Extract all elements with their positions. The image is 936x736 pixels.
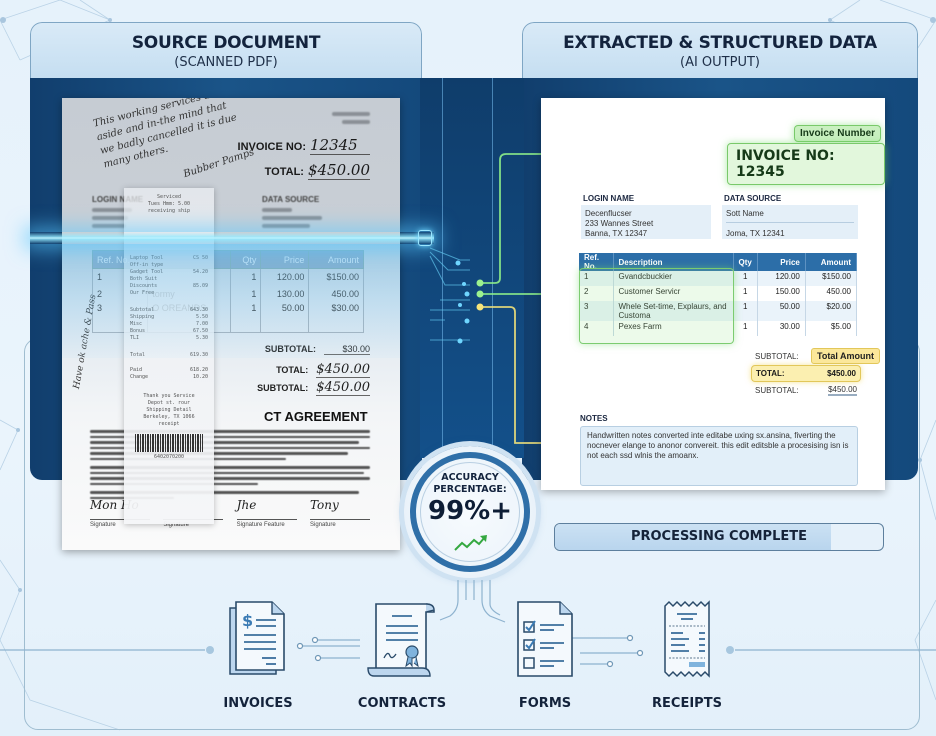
category-invoices-label: INVOICES bbox=[223, 696, 293, 711]
data-source-label: DATA SOURCE bbox=[724, 194, 782, 203]
col-amount: Amount bbox=[805, 253, 858, 271]
accuracy-label: ACCURACY PERCENTAGE: bbox=[433, 472, 507, 495]
category-receipts[interactable]: RECEIPTS bbox=[632, 600, 742, 711]
category-contracts-label: CONTRACTS bbox=[357, 696, 447, 711]
output-panel-header: EXTRACTED & STRUCTURED DATA (AI OUTPUT) bbox=[522, 22, 918, 78]
form-icon bbox=[517, 601, 573, 677]
source-line-items-table: Ref. No. Qty Price Amount 11120.00$150.0… bbox=[91, 250, 364, 333]
extracted-document: Invoice Number INVOICE NO: 12345 LOGIN N… bbox=[541, 98, 885, 490]
source-col-qty: Qty bbox=[230, 250, 262, 269]
barcode-icon bbox=[135, 434, 203, 452]
output-panel-subtitle: (AI OUTPUT) bbox=[680, 55, 760, 70]
source-panel-subtitle: (SCANNED PDF) bbox=[174, 55, 278, 70]
data-source-field[interactable]: Sott Name Joma, TX 12341 bbox=[722, 205, 858, 239]
svg-text:$: $ bbox=[242, 611, 253, 630]
trend-up-icon bbox=[454, 535, 487, 551]
category-invoices[interactable]: $ INVOICES bbox=[203, 600, 313, 711]
category-contracts[interactable]: CONTRACTS bbox=[347, 600, 457, 711]
scan-beam bbox=[30, 232, 434, 244]
source-login-label: LOGIN NAME bbox=[92, 195, 144, 204]
source-total-label: TOTAL: bbox=[264, 166, 304, 178]
invoice-number-tag: Invoice Number bbox=[794, 125, 882, 142]
accuracy-value: 99%+ bbox=[427, 496, 513, 526]
category-forms-label: FORMS bbox=[518, 696, 572, 711]
gauge-ring bbox=[410, 452, 530, 572]
total-amount-tag: Total Amount bbox=[811, 348, 880, 364]
receipt-icon bbox=[664, 600, 710, 678]
category-forms[interactable]: FORMS bbox=[490, 600, 600, 711]
source-invoice-value: 12345 bbox=[310, 136, 370, 155]
category-receipts-label: RECEIPTS bbox=[652, 696, 722, 711]
scan-beam-tip bbox=[418, 230, 432, 246]
login-name-label: LOGIN NAME bbox=[583, 194, 635, 203]
scan-glow bbox=[62, 238, 400, 358]
source-col-price: Price bbox=[260, 250, 310, 269]
agreement-title: CT AGREEMENT bbox=[264, 409, 368, 424]
contract-icon bbox=[367, 603, 435, 677]
col-price: Price bbox=[757, 253, 806, 271]
invoice-icon: $ bbox=[229, 601, 285, 675]
col-description: Description bbox=[613, 253, 734, 271]
output-panel-title: EXTRACTED & STRUCTURED DATA bbox=[563, 33, 877, 53]
col-qty: Qty bbox=[733, 253, 758, 271]
source-col-amount: Amount bbox=[308, 250, 364, 269]
source-totals: SUBTOTAL:$30.00 TOTAL:$450.00 SUBTOTAL:$… bbox=[257, 344, 370, 398]
invoice-number-field[interactable]: INVOICE NO: 12345 bbox=[727, 143, 885, 185]
source-invoice-label: INVOICE NO: bbox=[237, 141, 306, 153]
source-data-source-label: DATA SOURCE bbox=[262, 195, 320, 204]
signature-line: Tony bbox=[309, 498, 370, 520]
processing-progress-fill bbox=[555, 524, 831, 550]
signature-line: Jhe bbox=[236, 498, 297, 520]
col-ref-no: Ref. No. bbox=[579, 253, 614, 271]
category-connectors bbox=[0, 580, 936, 668]
login-name-field[interactable]: Decenflucser 233 Wannes Street Banna, TX… bbox=[581, 205, 711, 239]
processing-channel bbox=[420, 78, 524, 458]
processing-status-bar: PROCESSING COMPLETE bbox=[554, 523, 884, 551]
source-invoice-meta: INVOICE NO: 12345 TOTAL: $450.00 bbox=[238, 136, 370, 186]
source-panel-header: SOURCE DOCUMENT (SCANNED PDF) bbox=[30, 22, 422, 78]
source-total-value: $450.00 bbox=[307, 161, 370, 180]
processing-status-label: PROCESSING COMPLETE bbox=[630, 529, 808, 544]
total-amount-field[interactable]: TOTAL:$450.00 bbox=[751, 365, 861, 382]
notes-field[interactable]: Handwritten notes converted inte editabe… bbox=[580, 426, 858, 486]
accuracy-gauge: ACCURACY PERCENTAGE: 99%+ bbox=[404, 446, 536, 578]
source-panel-title: SOURCE DOCUMENT bbox=[131, 33, 321, 53]
crumpled-receipt: Serviced Tues Hmm: 5.00 receiving ship L… bbox=[124, 188, 214, 524]
extracted-totals: SUBTOTAL: TOTAL:$450.00 SUBTOTAL:$450.00 bbox=[751, 348, 861, 399]
notes-label: NOTES bbox=[580, 414, 608, 423]
